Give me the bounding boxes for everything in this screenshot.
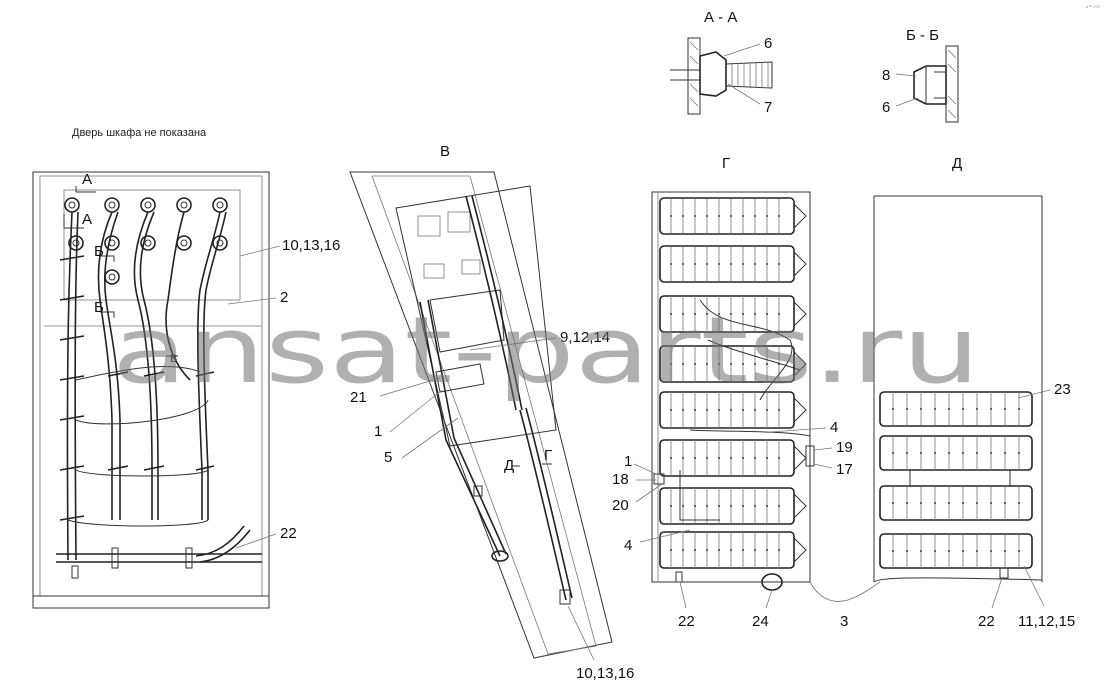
- callout-8: 8: [882, 67, 890, 84]
- callout-19: 19: [836, 439, 853, 456]
- view-d: Д 23 22 11,12,15: [873, 155, 1075, 630]
- door-note: Дверь шкафа не показана: [72, 127, 207, 139]
- callout-24: 24: [752, 613, 769, 630]
- callout-18: 18: [612, 471, 629, 488]
- callout-23: 23: [1054, 381, 1071, 398]
- fittings-top: [64, 197, 228, 285]
- callout-9-12-14: 9,12,14: [560, 329, 610, 346]
- section-bb-title: Б - Б: [906, 27, 939, 44]
- view-d-title: Д: [952, 155, 962, 172]
- marker-a-top: А: [82, 171, 92, 188]
- callout-1-g: 1: [624, 453, 632, 470]
- terminal-blocks-d: [879, 391, 1033, 569]
- callout-6-bb: 6: [882, 99, 890, 116]
- callout-22-left: 22: [280, 525, 297, 542]
- view-v: В Д Г 9,12,14 21 1 5 10,13,16: [349, 143, 634, 682]
- callout-6-aa: 6: [764, 35, 772, 52]
- callout-4-bottom: 4: [624, 537, 632, 554]
- callout-17: 17: [836, 461, 853, 478]
- view-g-title: Г: [722, 155, 730, 172]
- callout-22-d: 22: [978, 613, 995, 630]
- marker-d: Д: [504, 457, 514, 474]
- callout-2: 2: [280, 289, 288, 306]
- callout-7: 7: [764, 99, 772, 116]
- terminal-blocks-g: [659, 197, 807, 569]
- callout-3: 3: [840, 613, 848, 630]
- terminal-screws-g: [670, 198, 780, 568]
- view-g: Г: [612, 155, 881, 630]
- section-bb: Б - Б 8 6: [882, 27, 959, 123]
- callout-22-g: 22: [678, 613, 695, 630]
- section-aa-title: А - А: [704, 9, 737, 26]
- corner-mark: e™ ≡≡≡: [1086, 4, 1101, 9]
- callout-5: 5: [384, 449, 392, 466]
- callout-1-mid: 1: [374, 423, 382, 440]
- marker-v: В: [170, 353, 177, 365]
- clamps-left: [59, 255, 215, 579]
- callout-4-top: 4: [830, 419, 838, 436]
- view-v-title: В: [440, 143, 450, 160]
- marker-b-bottom: Б: [94, 299, 104, 316]
- callout-10-13-16-left: 10,13,16: [282, 237, 340, 254]
- marker-g: Г: [544, 447, 552, 464]
- hoses-left: [56, 211, 262, 563]
- section-markers-left: А А Б Б В: [63, 171, 178, 365]
- callout-11-12-15: 11,12,15: [1018, 613, 1075, 630]
- watermark: ansat-parts.ru: [112, 297, 980, 404]
- callout-10-13-16-bottom: 10,13,16: [576, 665, 634, 682]
- section-aa: А - А 6 7: [670, 9, 773, 116]
- marker-b-top: Б: [94, 243, 104, 260]
- left-cabinet-view: Дверь шкафа не показана: [32, 127, 340, 609]
- callout-20: 20: [612, 497, 629, 514]
- callout-21: 21: [350, 389, 367, 406]
- marker-a-mid: А: [82, 211, 92, 228]
